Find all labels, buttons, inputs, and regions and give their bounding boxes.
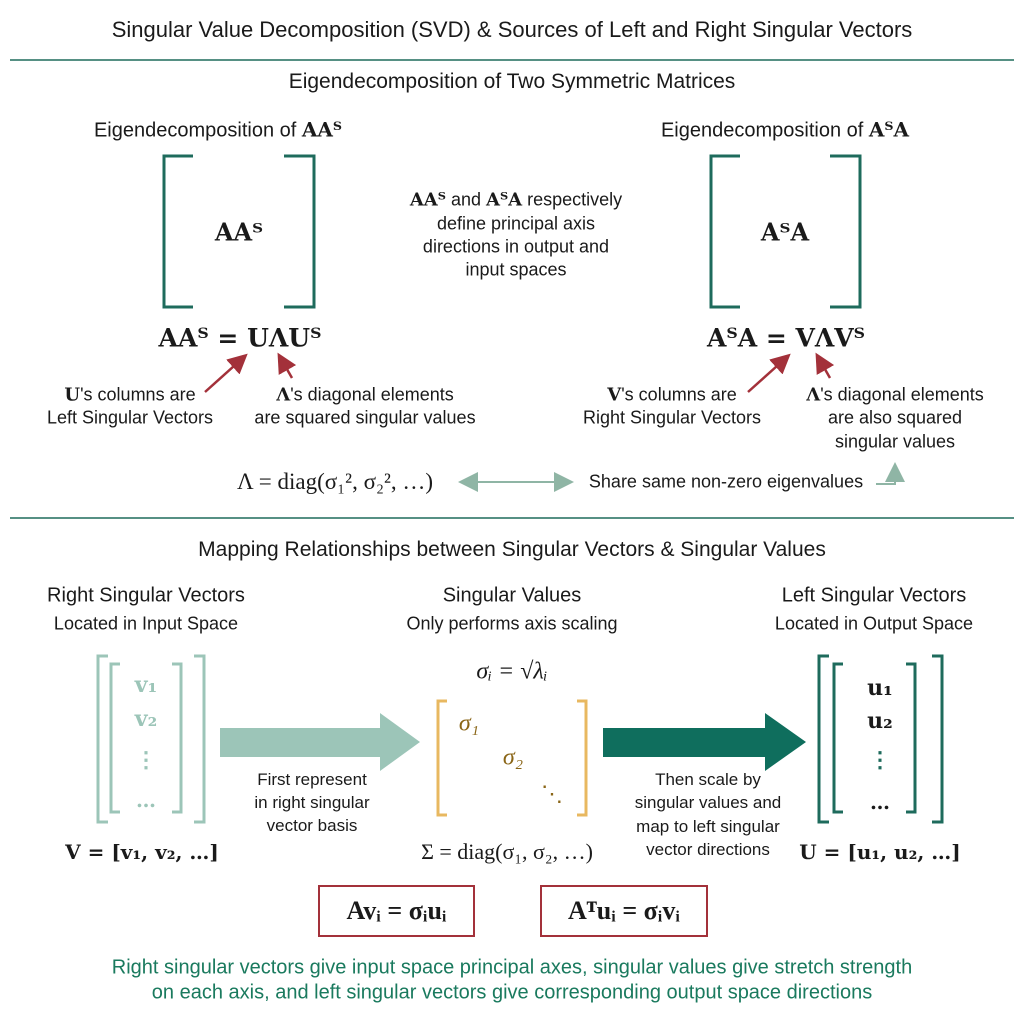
- page-title: Singular Value Decomposition (SVD) & Sou…: [111, 17, 913, 42]
- lambda-note-right-line2: are also squared: [827, 407, 963, 428]
- right-eig-label: Eigendecomposition of AᵀA: [661, 118, 909, 143]
- lambda-note-right-line1: Λ's diagonal elements: [806, 385, 984, 406]
- arrow-v-note: [747, 353, 791, 393]
- v-inner-bracket-right: [172, 662, 183, 814]
- sigma-ddots: ⋱: [541, 781, 563, 806]
- u-inner-bracket-right: [906, 662, 917, 814]
- arrow-lambda-note-right: [815, 352, 835, 379]
- v2-entry: v₂: [134, 706, 158, 732]
- share-eigenvalues-text: Share same non-zero eigenvalues: [588, 471, 864, 492]
- u-note-line2: Left Singular Vectors: [46, 407, 214, 428]
- right-vectors-title: Right Singular Vectors: [47, 584, 245, 607]
- bracket-left-aat: [162, 154, 193, 309]
- sigma-bracket-left: [436, 699, 447, 817]
- arrow-lambda-note: [277, 352, 297, 379]
- arrow2-text-3: map to left singular: [636, 817, 780, 836]
- text: respectively: [522, 189, 623, 210]
- equation-box-atu: Aᵀuᵢ = σᵢvᵢ: [540, 885, 708, 937]
- u2-entry: u₂: [867, 708, 893, 734]
- bracket-right-aat: [284, 154, 316, 309]
- u-outer-bracket-right: [932, 654, 944, 824]
- v-note-line2: Right Singular Vectors: [582, 407, 762, 428]
- summary-line2: on each axis, and left singular vectors …: [151, 981, 873, 1004]
- singular-values-subtitle: Only performs axis scaling: [406, 613, 618, 634]
- bracket-right-ata: [830, 154, 862, 309]
- lambda-note-line1: Λ's diagonal elements: [276, 385, 454, 406]
- v-outer-bracket-right: [194, 654, 206, 824]
- label-math: AᵀA: [868, 117, 910, 142]
- sigma-bracket-right: [577, 699, 588, 817]
- text: 's diagonal elements: [290, 384, 454, 405]
- section1-heading: Eigendecomposition of Two Symmetric Matr…: [288, 70, 736, 93]
- label-text: Eigendecomposition of: [93, 119, 302, 142]
- lambda-note-line2: are squared singular values: [254, 407, 476, 428]
- matrix-aat: AAᵀ: [214, 217, 264, 247]
- text: 's diagonal elements: [820, 384, 984, 405]
- lambda-note-right-line3: singular values: [834, 431, 956, 452]
- math: AᵀA: [486, 189, 523, 211]
- section2-heading: Mapping Relationships between Singular V…: [198, 538, 826, 561]
- v-vdots: ⋮: [135, 747, 157, 773]
- equation-ata: AᵀA = VΛVᵀ: [706, 323, 866, 353]
- equation-aat: AAᵀ = UΛUᵀ: [158, 323, 322, 353]
- v-inner-bracket-left: [109, 662, 120, 814]
- arrow1-text-3: vector basis: [266, 816, 358, 835]
- v-ellipsis: …: [136, 788, 156, 812]
- middle-line2: define principal axis: [436, 213, 596, 234]
- singular-values-title: Singular Values: [442, 584, 582, 607]
- left-vectors-subtitle: Located in Output Space: [774, 613, 974, 634]
- arrow-u-note: [204, 353, 248, 393]
- u-inner-bracket-left: [832, 662, 843, 814]
- label-text: Eigendecomposition of: [660, 119, 869, 142]
- v-formula: V = [v₁, v₂, …]: [65, 840, 219, 864]
- sigma-formula: Σ = diag(σ₁, σ₂, …): [421, 839, 593, 864]
- math: V: [607, 384, 622, 406]
- arrow2-text-1: Then scale by: [655, 770, 761, 789]
- left-vectors-title: Left Singular Vectors: [781, 584, 967, 607]
- v-outer-bracket-left: [96, 654, 108, 824]
- v1-entry: v₁: [134, 672, 158, 698]
- equation-box-av: Avᵢ = σᵢuᵢ: [318, 885, 475, 937]
- left-eig-label: Eigendecomposition of AAᵀ: [94, 118, 342, 143]
- math: AAᵀ: [409, 189, 446, 211]
- text: and: [445, 189, 486, 210]
- arrow1-text-2: in right singular: [254, 793, 370, 812]
- u-note-line1: U's columns are: [64, 385, 195, 406]
- sigma2-entry: σ₂: [502, 744, 524, 771]
- u-formula: U = [u₁, u₂, …]: [799, 840, 961, 864]
- arrow2-text-2: singular values and: [634, 793, 782, 812]
- middle-line4: input spaces: [465, 259, 567, 280]
- u-vdots: ⋮: [869, 747, 891, 773]
- arrow-right-to-sigma: [220, 713, 420, 771]
- sigma-relation: σᵢ = √λᵢ: [476, 658, 548, 685]
- u1-entry: u₁: [867, 675, 893, 701]
- lambda-equation: Λ = diag(σ₁², σ₂², …): [236, 469, 434, 494]
- middle-line3: directions in output and: [422, 236, 610, 257]
- arrow1-text-1: First represent: [257, 770, 367, 789]
- math: U: [64, 384, 81, 406]
- text: 's columns are: [621, 384, 737, 405]
- u-ellipsis: …: [870, 790, 890, 814]
- arrow2-text-4: vector directions: [646, 840, 770, 859]
- label-math: AAᵀ: [301, 117, 343, 142]
- v-note-line1: V's columns are: [607, 385, 736, 406]
- bracket-left-ata: [709, 154, 740, 309]
- sigma1-entry: σ₁: [458, 710, 480, 737]
- summary-line1: Right singular vectors give input space …: [111, 956, 913, 979]
- middle-line1: AAᵀ and AᵀA respectively: [410, 190, 622, 211]
- right-vectors-subtitle: Located in Input Space: [53, 613, 239, 634]
- matrix-ata: AᵀA: [760, 217, 810, 247]
- arrow-sigma-to-left: [603, 713, 806, 771]
- math: Λ: [276, 384, 291, 406]
- u-outer-bracket-left: [817, 654, 829, 824]
- up-arrow-share: [876, 462, 905, 485]
- text: 's columns are: [80, 384, 196, 405]
- math: Λ: [806, 384, 821, 406]
